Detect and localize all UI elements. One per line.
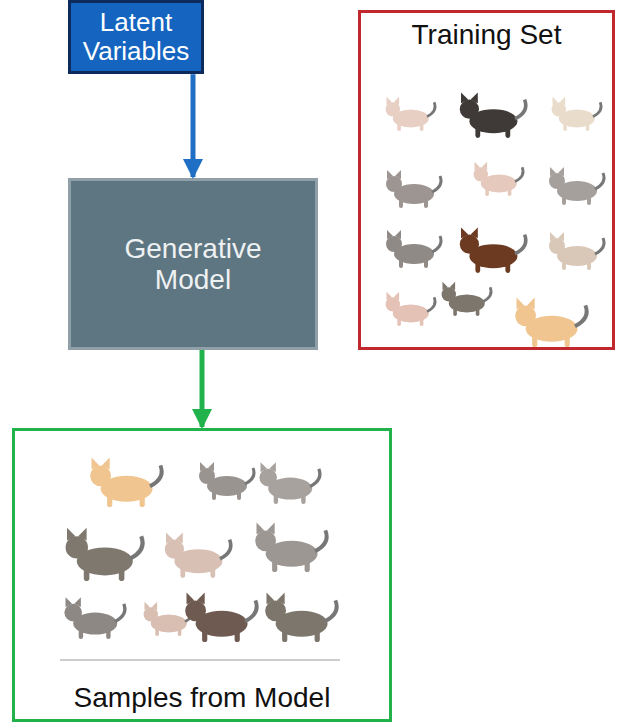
node-label: Latent Variables xyxy=(73,8,199,66)
node-label: Training Set xyxy=(412,19,562,50)
latent-box: Latent Variables xyxy=(68,0,204,74)
samples-panel: Samples from Model xyxy=(12,428,392,722)
output-arrow xyxy=(200,350,205,427)
training-set-panel: Training Set xyxy=(358,10,615,350)
node-label: Samples from Model xyxy=(74,682,331,713)
model-box: Generative Model xyxy=(68,178,318,350)
node-label: Generative Model xyxy=(103,233,283,296)
latent-arrow xyxy=(191,74,196,177)
